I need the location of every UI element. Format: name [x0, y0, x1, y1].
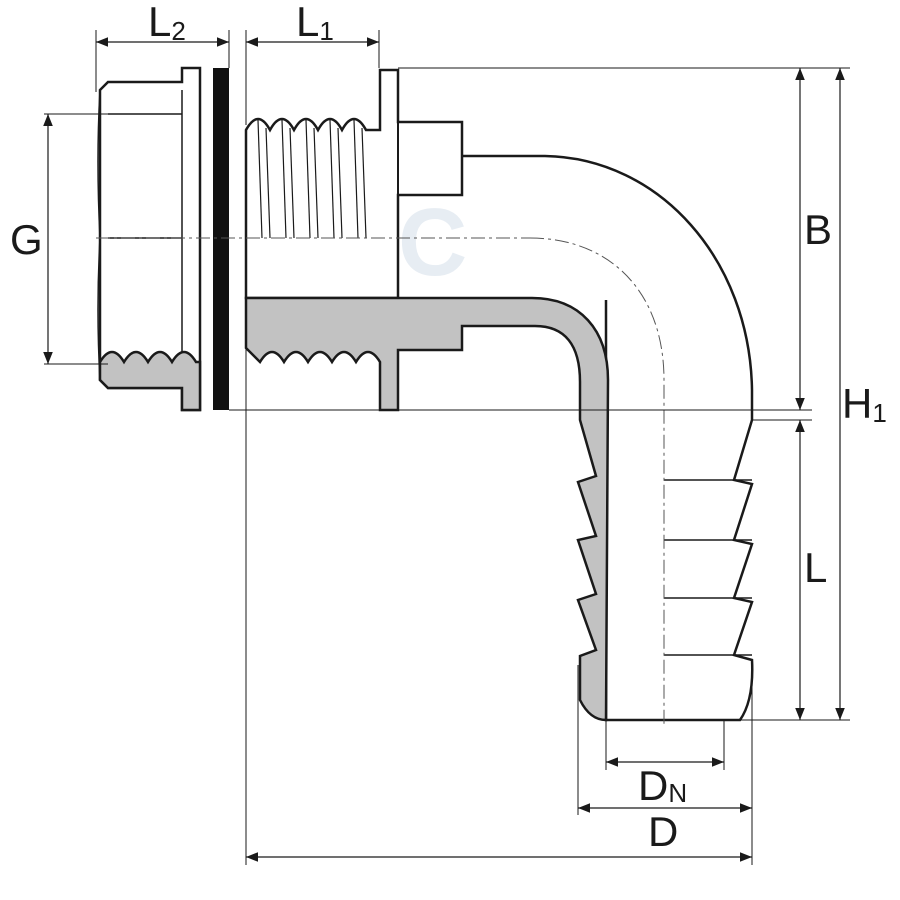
label-h1: H1	[842, 380, 887, 428]
thread-lines	[257, 119, 399, 239]
label-l1: L1	[296, 0, 334, 46]
label-d: D	[648, 808, 678, 855]
label-b: B	[804, 206, 832, 253]
barb-rings	[664, 479, 752, 656]
label-l: L	[804, 544, 827, 591]
label-g: G	[10, 216, 43, 263]
nut-section	[98, 350, 202, 412]
label-l2: L2	[148, 0, 186, 46]
extension-lines	[44, 30, 850, 865]
label-dn: DN	[638, 762, 687, 809]
threaded-shank	[244, 68, 464, 300]
dimension-lines	[43, 37, 845, 862]
centerlines	[96, 237, 665, 725]
body-section	[244, 296, 610, 722]
gasket	[213, 68, 229, 410]
